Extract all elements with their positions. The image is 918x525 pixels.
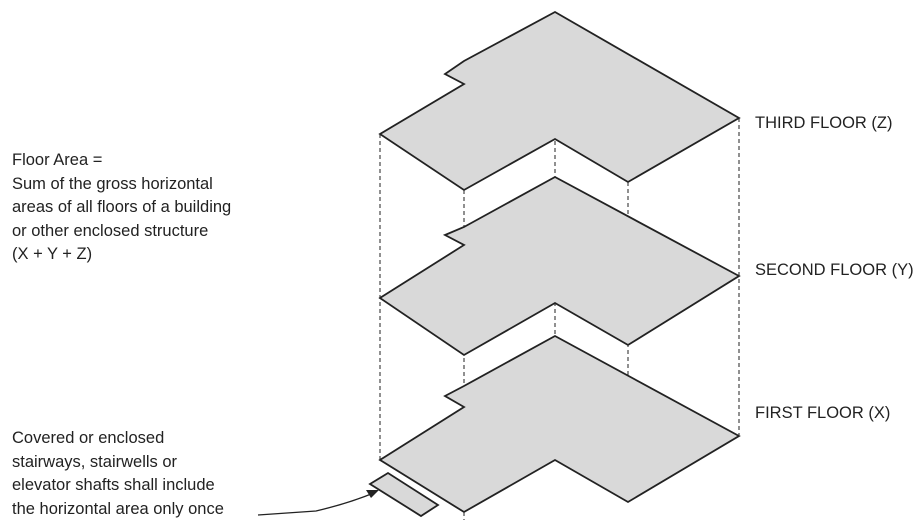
second-floor-label: SECOND FLOOR (Y): [755, 261, 914, 279]
floor-area-formula: (X + Y + Z): [12, 245, 93, 263]
stairway-note: Covered or enclosed stairways, stairwell…: [12, 427, 224, 521]
floor-area-title: Floor Area =: [12, 151, 103, 169]
floor-area-line-2: areas of all floors of a building: [12, 198, 232, 216]
third-floor-shape: [378, 10, 741, 192]
floor-area-line-1: Sum of the gross horizontal: [12, 174, 213, 193]
stairway-note-line-1: stairways, stairwells or: [12, 452, 178, 471]
floor-area-definition: Floor Area = Sum of the gross horizontal…: [12, 149, 231, 267]
third-floor-label: THIRD FLOOR (Z): [755, 114, 893, 132]
first-floor-label: FIRST FLOOR (X): [755, 404, 891, 422]
stairway-note-line-2: elevator shafts shall include: [12, 476, 215, 494]
arrow-head-icon: [366, 490, 379, 498]
floor-area-line-3: or other enclosed structure: [12, 221, 209, 240]
second-floor-shape: [378, 175, 741, 357]
first-floor-shape: [378, 334, 741, 514]
stairway-note-line-3: the horizontal area only once: [12, 499, 224, 518]
stairway-pointer-arrow: [257, 490, 379, 516]
stairway-note-line-0: Covered or enclosed: [12, 429, 165, 447]
stairway-shaft-shape: [368, 471, 440, 518]
